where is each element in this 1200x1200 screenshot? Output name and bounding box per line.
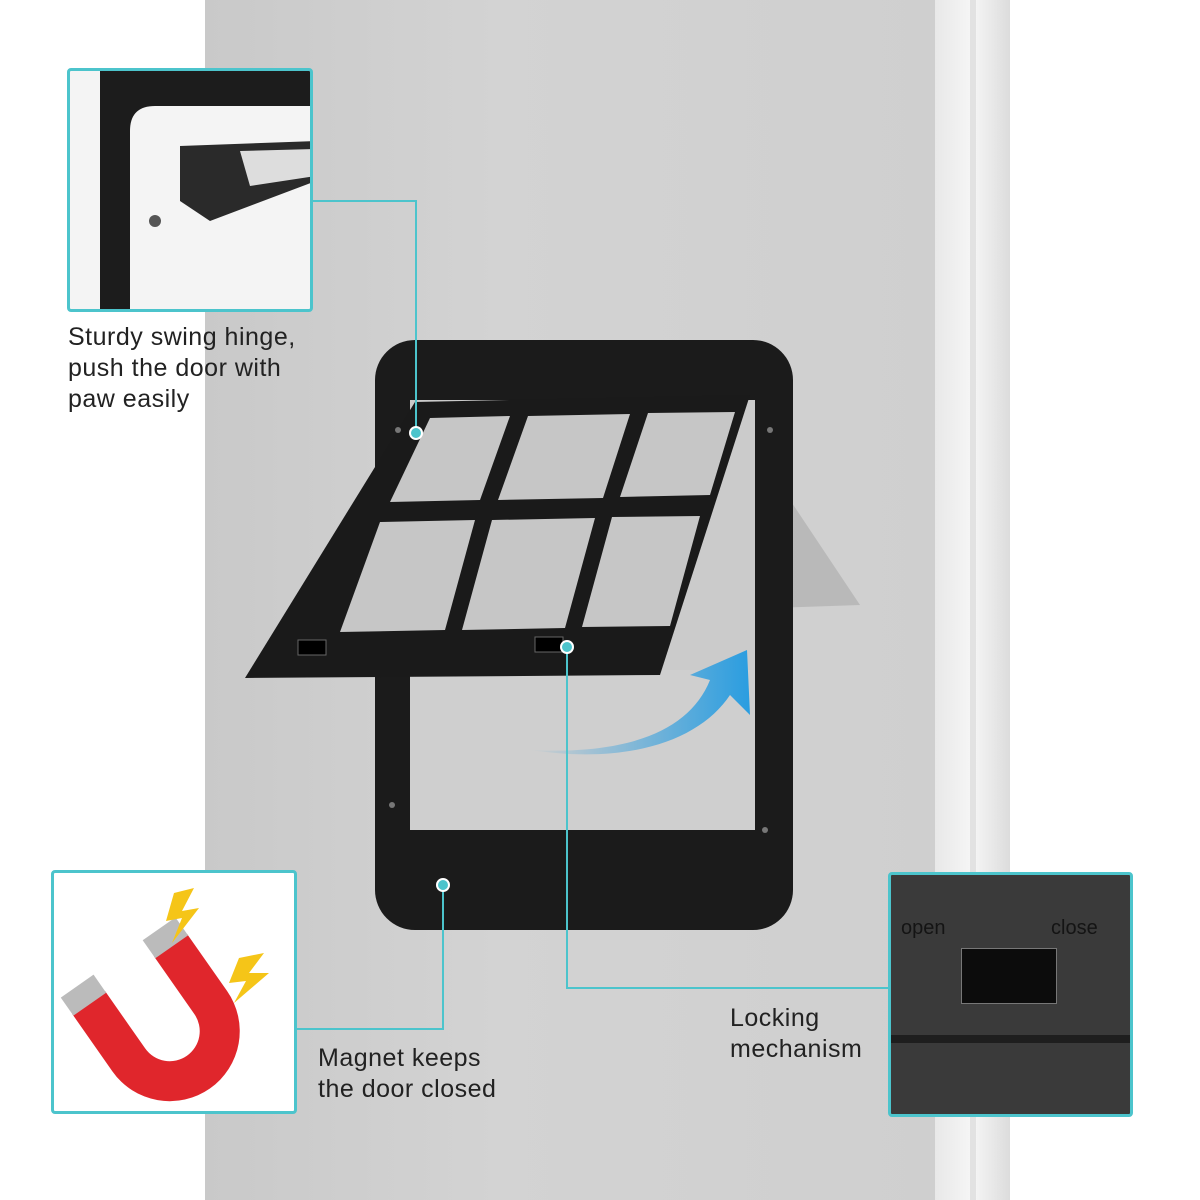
lock-caption-line: mechanism	[730, 1035, 863, 1063]
lock-marker	[560, 640, 574, 654]
hinge-callout-image	[67, 68, 313, 312]
magnet-icon	[60, 888, 269, 1102]
lock-caption-line: Locking	[730, 1004, 820, 1032]
pet-door-illustration	[245, 340, 860, 930]
magnet-connector	[296, 1028, 444, 1030]
hinge-caption-line: push the door with	[68, 354, 282, 382]
door-frame-groove	[970, 0, 976, 1200]
magnet-callout-image	[51, 870, 297, 1114]
lock-caption: Locking mechanism	[730, 1003, 862, 1065]
hinge-connector	[312, 200, 417, 202]
lightning-icon	[166, 888, 199, 943]
lock-callout-image: open close	[888, 872, 1133, 1117]
open-label: open	[901, 917, 946, 939]
hinge-caption: Sturdy swing hinge, push the door with p…	[68, 322, 296, 415]
magnet-caption-line: Magnet keeps	[318, 1044, 482, 1072]
close-label: close	[1051, 917, 1098, 939]
hinge-caption-line: Sturdy swing hinge,	[68, 323, 296, 351]
magnet-caption: Magnet keeps the door closed	[318, 1043, 496, 1105]
hinge-marker	[409, 426, 423, 440]
magnet-caption-line: the door closed	[318, 1075, 497, 1103]
hinge-caption-line: paw easily	[68, 385, 190, 413]
lock-connector	[566, 646, 568, 988]
magnet-marker	[436, 878, 450, 892]
lock-slider	[961, 948, 1057, 1004]
swing-arrow-icon	[530, 650, 750, 755]
lightning-icon	[229, 953, 269, 1003]
